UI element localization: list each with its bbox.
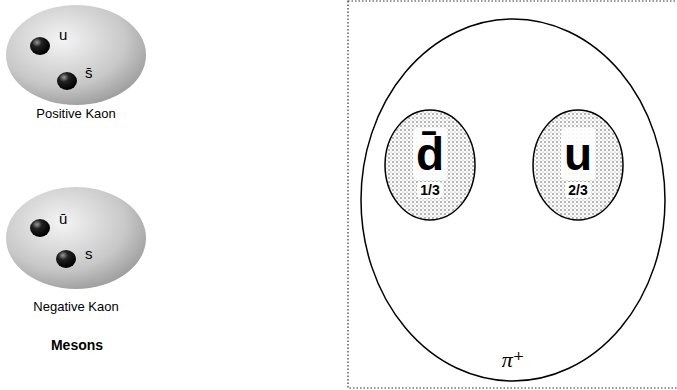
quark-ball xyxy=(30,37,50,55)
quark-ball xyxy=(30,219,50,237)
quark-label: s xyxy=(85,246,93,263)
ellipse-outline xyxy=(361,19,665,381)
particle-name: Positive Kaon xyxy=(3,107,149,121)
meson-ellipse: π⁺ d̄ 1/3 u 2/3 xyxy=(360,18,666,382)
stippled-circle xyxy=(385,110,475,220)
sphere xyxy=(6,5,146,105)
quark-label: ū xyxy=(59,211,67,228)
quark-label: s̄ xyxy=(85,65,93,82)
group-label: Mesons xyxy=(2,337,152,353)
quark-ball xyxy=(56,250,76,268)
meson-sphere: ū sNegative Kaon xyxy=(3,183,149,323)
quark-circle: d̄ 1/3 xyxy=(384,109,476,221)
meson-sphere: u s̄ Positive Kaon xyxy=(3,3,149,127)
quark-charge: 2/3 xyxy=(532,183,624,198)
particle-symbol: π⁺ xyxy=(360,348,666,372)
quark-circle: u 2/3 xyxy=(532,109,624,221)
quark-symbol: d̄ xyxy=(384,129,476,180)
particle-name: Negative Kaon xyxy=(3,300,149,314)
dotted-border xyxy=(348,1,677,388)
quark-label: u xyxy=(59,27,67,44)
quark-symbol: u xyxy=(532,129,624,180)
quark-charge: 1/3 xyxy=(384,183,476,198)
stippled-circle xyxy=(533,110,623,220)
sphere xyxy=(6,187,146,289)
quark-ball xyxy=(57,72,77,90)
